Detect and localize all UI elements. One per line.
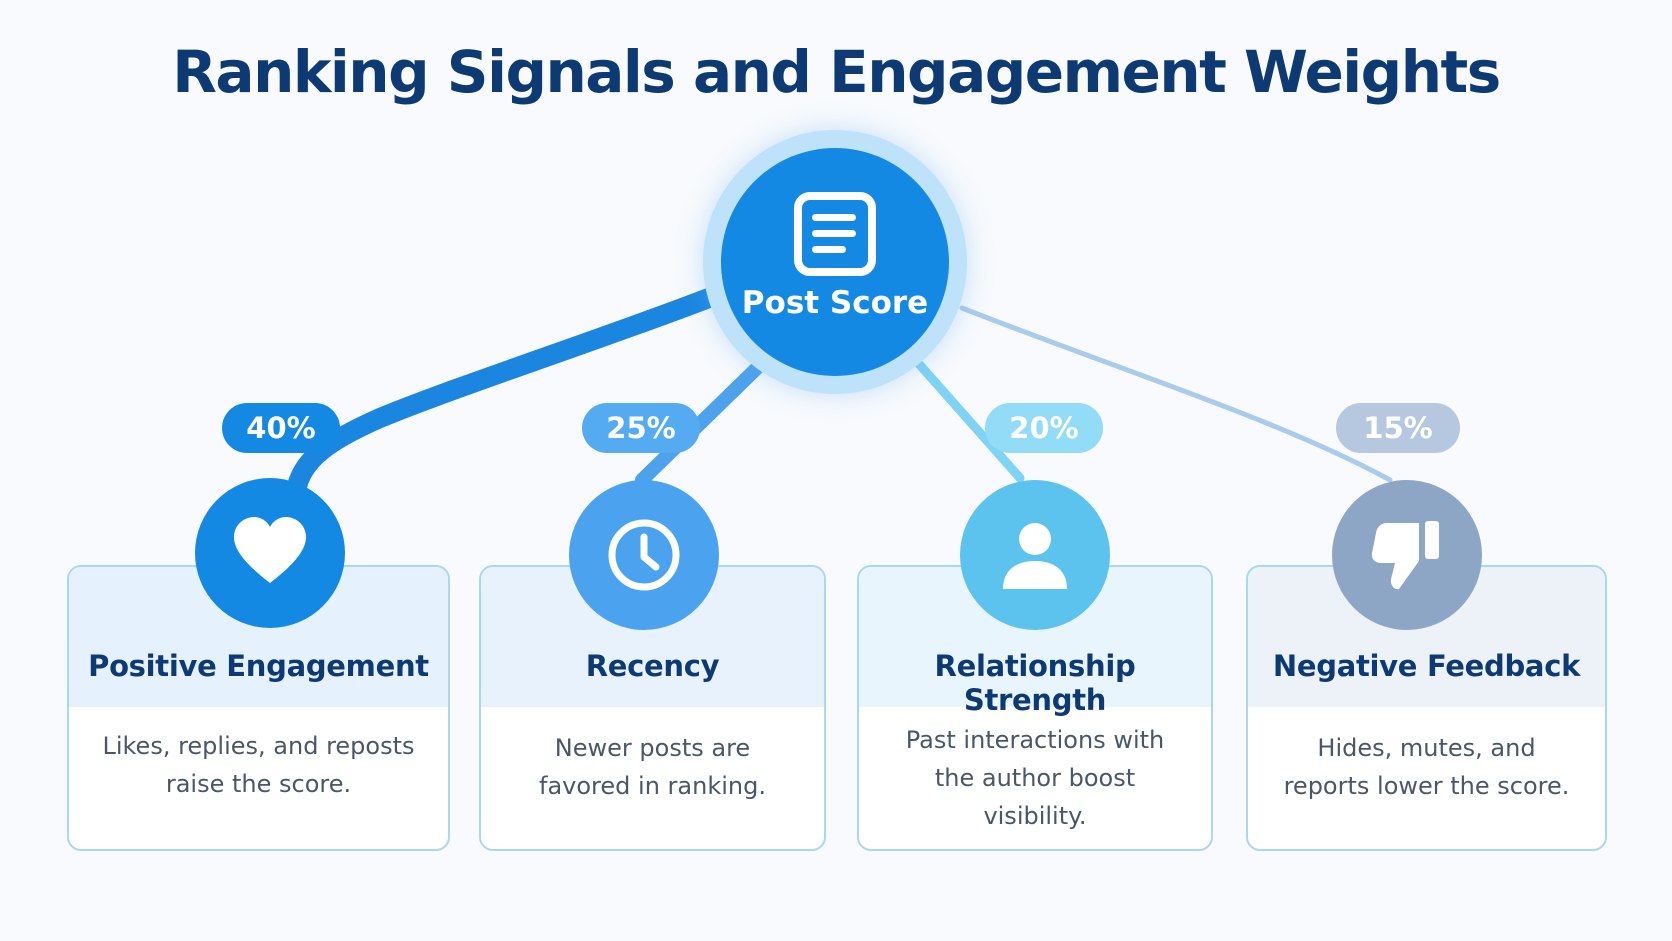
connector-positive-engagement (286, 286, 724, 502)
card-description: Likes, replies, and reposts raise the sc… (102, 732, 415, 798)
weight-badge-recency: 25% (582, 403, 700, 453)
clock-icon (608, 519, 680, 591)
card-title: Negative Feedback (1272, 649, 1581, 683)
signal-node-relationship-strength (960, 480, 1110, 630)
card-title: Relationship Strength (934, 649, 1136, 717)
thumbs-down-icon (1371, 521, 1439, 590)
signal-node-negative-feedback (1332, 480, 1482, 630)
weight-badge-positive-engagement: 40% (222, 403, 340, 453)
hub-circle (721, 148, 949, 376)
page-title: Ranking Signals and Engagement Weights (172, 38, 1501, 106)
card-title: Positive Engagement (88, 649, 429, 683)
connector-negative-feedback (959, 305, 1393, 483)
card-description: Newer posts are favored in ranking. (539, 734, 766, 800)
card-title: Recency (585, 649, 720, 683)
signal-node-positive-engagement (195, 478, 345, 628)
heart-icon (234, 517, 306, 583)
hub-label: Post Score (741, 285, 929, 321)
card-description: Past interactions with the author boost … (905, 726, 1165, 830)
document-icon (794, 192, 876, 276)
weight-badge-relationship-strength: 20% (985, 403, 1103, 453)
card-description: Hides, mutes, and reports lower the scor… (1283, 734, 1570, 800)
signal-node-recency (569, 480, 719, 630)
person-icon (1003, 523, 1067, 589)
weight-badge-negative-feedback: 15% (1336, 403, 1460, 453)
connector-relationship-strength (914, 359, 1025, 483)
signal-card-negative-feedback: Negative Feedback Hides, mutes, and repo… (1246, 565, 1607, 851)
